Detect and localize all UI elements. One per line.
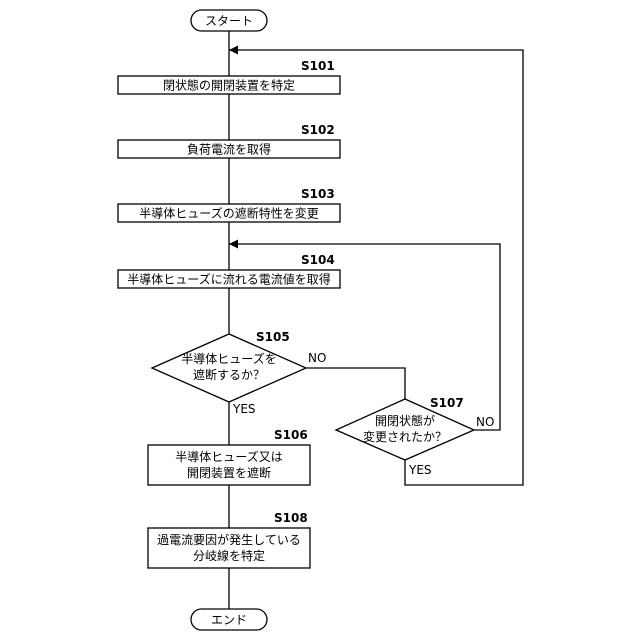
decision-s107-line1: 開閉状態が [375, 413, 435, 428]
step-s108-line1: 過電流要因が発生している [157, 532, 301, 547]
decision-s105-line1: 半導体ヒューズを [181, 351, 276, 366]
end-terminal: エンド [191, 609, 267, 630]
step-s106-line1: 半導体ヒューズ又は [175, 449, 282, 464]
s107-yes-label: YES [408, 463, 432, 477]
decision-s105: S105 半導体ヒューズを 遮断するか？ [152, 330, 306, 402]
step-id-s107: S107 [430, 396, 464, 410]
step-id-s103: S103 [301, 187, 335, 201]
step-s108-line2: 分岐線を特定 [193, 548, 265, 563]
step-label-s101: 閉状態の開閉装置を特定 [163, 78, 295, 93]
start-terminal: スタート [191, 10, 267, 31]
connector-s105-no-s107 [306, 368, 405, 399]
step-id-s102: S102 [301, 123, 335, 137]
start-label: スタート [205, 14, 253, 28]
end-label: エンド [211, 613, 247, 627]
s107-no-label: NO [476, 415, 494, 429]
step-id-s106: S106 [274, 428, 308, 442]
step-label-s104: 半導体ヒューズに流れる電流値を取得 [127, 272, 330, 287]
decision-s107-line2: 変更されたか？ [363, 429, 447, 444]
step-id-s105: S105 [256, 330, 290, 344]
decision-s107: S107 開閉状態が 変更されたか？ [336, 396, 474, 460]
step-s106-line2: 開閉装置を遮断 [187, 465, 271, 480]
step-label-s103: 半導体ヒューズの遮断特性を変更 [139, 206, 318, 221]
step-id-s104: S104 [301, 253, 335, 267]
decision-s105-line2: 遮断するか？ [193, 367, 265, 382]
s105-no-label: NO [308, 351, 326, 365]
step-label-s102: 負荷電流を取得 [187, 142, 271, 157]
step-id-s101: S101 [301, 59, 335, 73]
s105-yes-label: YES [232, 402, 256, 416]
step-id-s108: S108 [274, 511, 308, 525]
